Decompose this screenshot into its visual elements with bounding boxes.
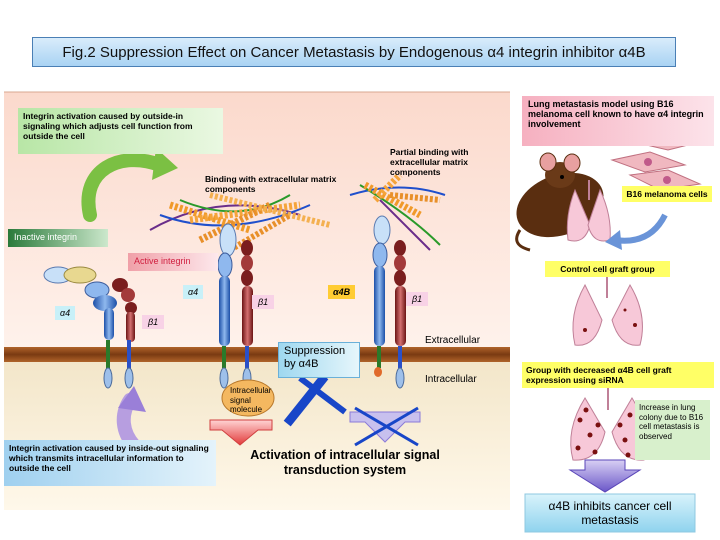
b16-cells-label: B16 melanoma cells — [622, 186, 712, 202]
ecm-fibers-left — [149, 192, 331, 253]
lung-model-caption: Lung metastasis model using B16 melanoma… — [522, 96, 714, 146]
decreased-group-label: Group with decreased α4B cell graft expr… — [522, 362, 714, 388]
conclusion-box — [524, 493, 696, 533]
figure-title: Fig.2 Suppression Effect on Cancer Metas… — [32, 37, 676, 67]
intracellular-label: Intracellular — [425, 374, 477, 385]
active-integrin-tag: Active integrin — [128, 253, 218, 271]
mouse-lungs — [566, 180, 611, 242]
binding-ecm-label: Binding with extracellular matrix compon… — [205, 174, 337, 195]
inactive-integrin-tag: Inactive integrin — [8, 229, 108, 247]
inside-out-caption: Integrin activation caused by inside-out… — [4, 440, 216, 486]
alpha4b-label: α4B — [328, 285, 356, 299]
ecm-fibers-right — [349, 172, 446, 251]
conclusion-arrow — [568, 459, 642, 493]
partial-binding-label: Partial binding with extracellular matri… — [390, 147, 469, 178]
signal-molecule-shape — [221, 379, 275, 417]
extracellular-label: Extracellular — [425, 335, 481, 346]
cell-membrane — [4, 347, 510, 362]
alpha4b-integrin — [372, 215, 406, 389]
beta1-mid-label: β1 — [252, 295, 275, 309]
conclusion-label: α4B inhibits cancer cell metastasis — [548, 498, 672, 527]
suppression-line — [298, 375, 347, 415]
alpha4-mid-label: α4 — [183, 285, 204, 299]
outside-in-caption: Integrin activation caused by outside-in… — [18, 108, 223, 154]
control-group-label: Control cell graft group — [545, 261, 670, 277]
signal-molecule-label: Intracellular signal molecule — [230, 386, 272, 415]
activation-arrow — [209, 419, 273, 446]
beta1-left-label: β1 — [142, 315, 165, 329]
inactive-integrin — [43, 266, 137, 389]
active-integrin — [217, 223, 253, 389]
alpha4-left-label: α4 — [55, 306, 76, 320]
suppression-label: Suppression by α4B — [278, 342, 360, 378]
control-lungs — [572, 275, 643, 346]
graft-arrow — [614, 213, 668, 244]
outside-in-arrow — [81, 153, 167, 222]
colony-note: Increase in lung colony due to B16 cell … — [635, 400, 710, 460]
activation-signal-label: Activation of intracellular signal trans… — [250, 448, 440, 477]
beta1-right-label: β1 — [406, 292, 429, 306]
